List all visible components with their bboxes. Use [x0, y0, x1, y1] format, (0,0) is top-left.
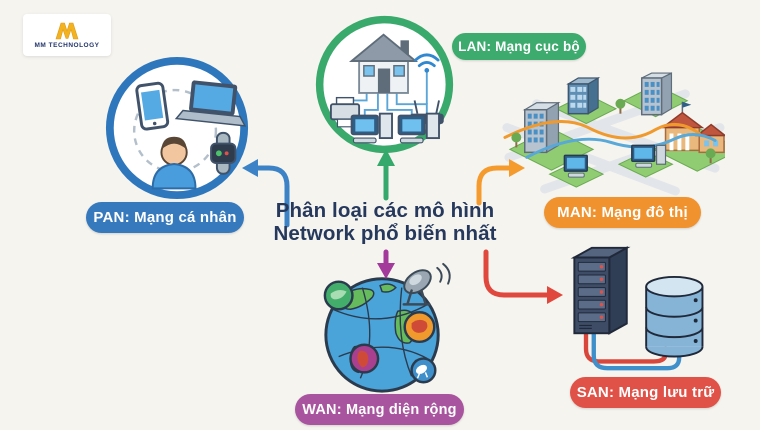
wan-globe-illustration [323, 262, 451, 393]
server-rack-icon [570, 246, 631, 335]
logo-m-icon [55, 22, 79, 39]
building-icon [522, 101, 561, 154]
pan-label: PAN: Mạng cá nhân [86, 202, 244, 233]
lan-arrow [377, 149, 395, 201]
house-icon [348, 33, 419, 94]
building-icon [566, 76, 601, 115]
database-icon [645, 275, 704, 358]
satellite-dish-icon [402, 262, 451, 306]
logo-company-name: MM TECHNOLOGY [34, 41, 100, 49]
san-arrow [483, 249, 563, 304]
san-label: SAN: Mạng lưu trữ [570, 377, 721, 408]
diagram-title-line2: Network phổ biến nhất [273, 222, 497, 245]
region-badge [410, 357, 437, 384]
lan-cables [344, 72, 428, 116]
desktop-computer-icon [397, 112, 440, 144]
laptop-icon [174, 80, 247, 127]
logo: MM TECHNOLOGY [23, 14, 111, 56]
smartphone-icon [135, 81, 170, 131]
tree-icon [511, 98, 716, 164]
wifi-icon [414, 53, 440, 73]
region-badge [349, 343, 380, 374]
diagram-title: Phân loại các mô hình Network phổ biến n… [255, 199, 515, 245]
man-city-illustration [502, 72, 725, 196]
desktop-computer-icon [631, 144, 667, 168]
pan-circle-illustration [105, 56, 249, 200]
san-storage-illustration [570, 246, 704, 371]
lan-label: LAN: Mạng cục bộ [452, 33, 586, 60]
person-icon [151, 136, 197, 190]
desktop-computer-icon [563, 154, 588, 178]
desktop-computer-icon [350, 112, 393, 144]
diagram-title-line1: Phân loại các mô hình [275, 199, 495, 222]
building-icon [640, 72, 673, 116]
region-badge [403, 311, 436, 344]
man-label: MAN: Mạng đô thị [544, 197, 701, 228]
lan-circle-illustration [315, 15, 454, 154]
wan-label: WAN: Mạng diện rộng [295, 394, 464, 425]
smartwatch-icon [210, 131, 237, 175]
region-badge [323, 280, 354, 311]
